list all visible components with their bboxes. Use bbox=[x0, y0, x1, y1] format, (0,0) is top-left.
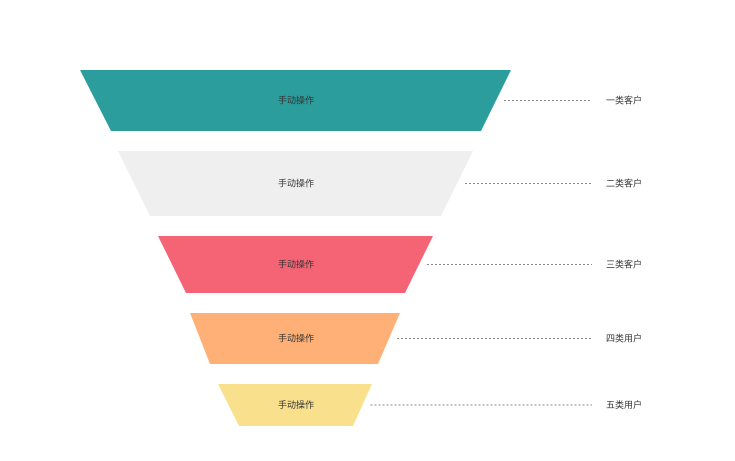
category-label-2: 二类客户 bbox=[606, 178, 642, 190]
funnel-stage-label-4: 手动操作 bbox=[278, 333, 314, 345]
funnel-stage-label-3: 手动操作 bbox=[278, 259, 314, 271]
category-label-5: 五类用户 bbox=[606, 399, 642, 411]
funnel-stage-label-5: 手动操作 bbox=[278, 399, 314, 411]
funnel-stage-label-2: 手动操作 bbox=[278, 178, 314, 190]
category-label-1: 一类客户 bbox=[606, 95, 642, 107]
funnel-stage-label-1: 手动操作 bbox=[278, 95, 314, 107]
funnel-stage-3 bbox=[158, 236, 433, 293]
funnel-stage-1 bbox=[80, 70, 511, 131]
category-label-3: 三类客户 bbox=[606, 259, 642, 271]
category-label-4: 四类用户 bbox=[606, 333, 642, 345]
funnel-stage-5 bbox=[218, 384, 372, 426]
funnel-stage-2 bbox=[118, 151, 473, 216]
funnel-stage-4 bbox=[190, 313, 400, 364]
